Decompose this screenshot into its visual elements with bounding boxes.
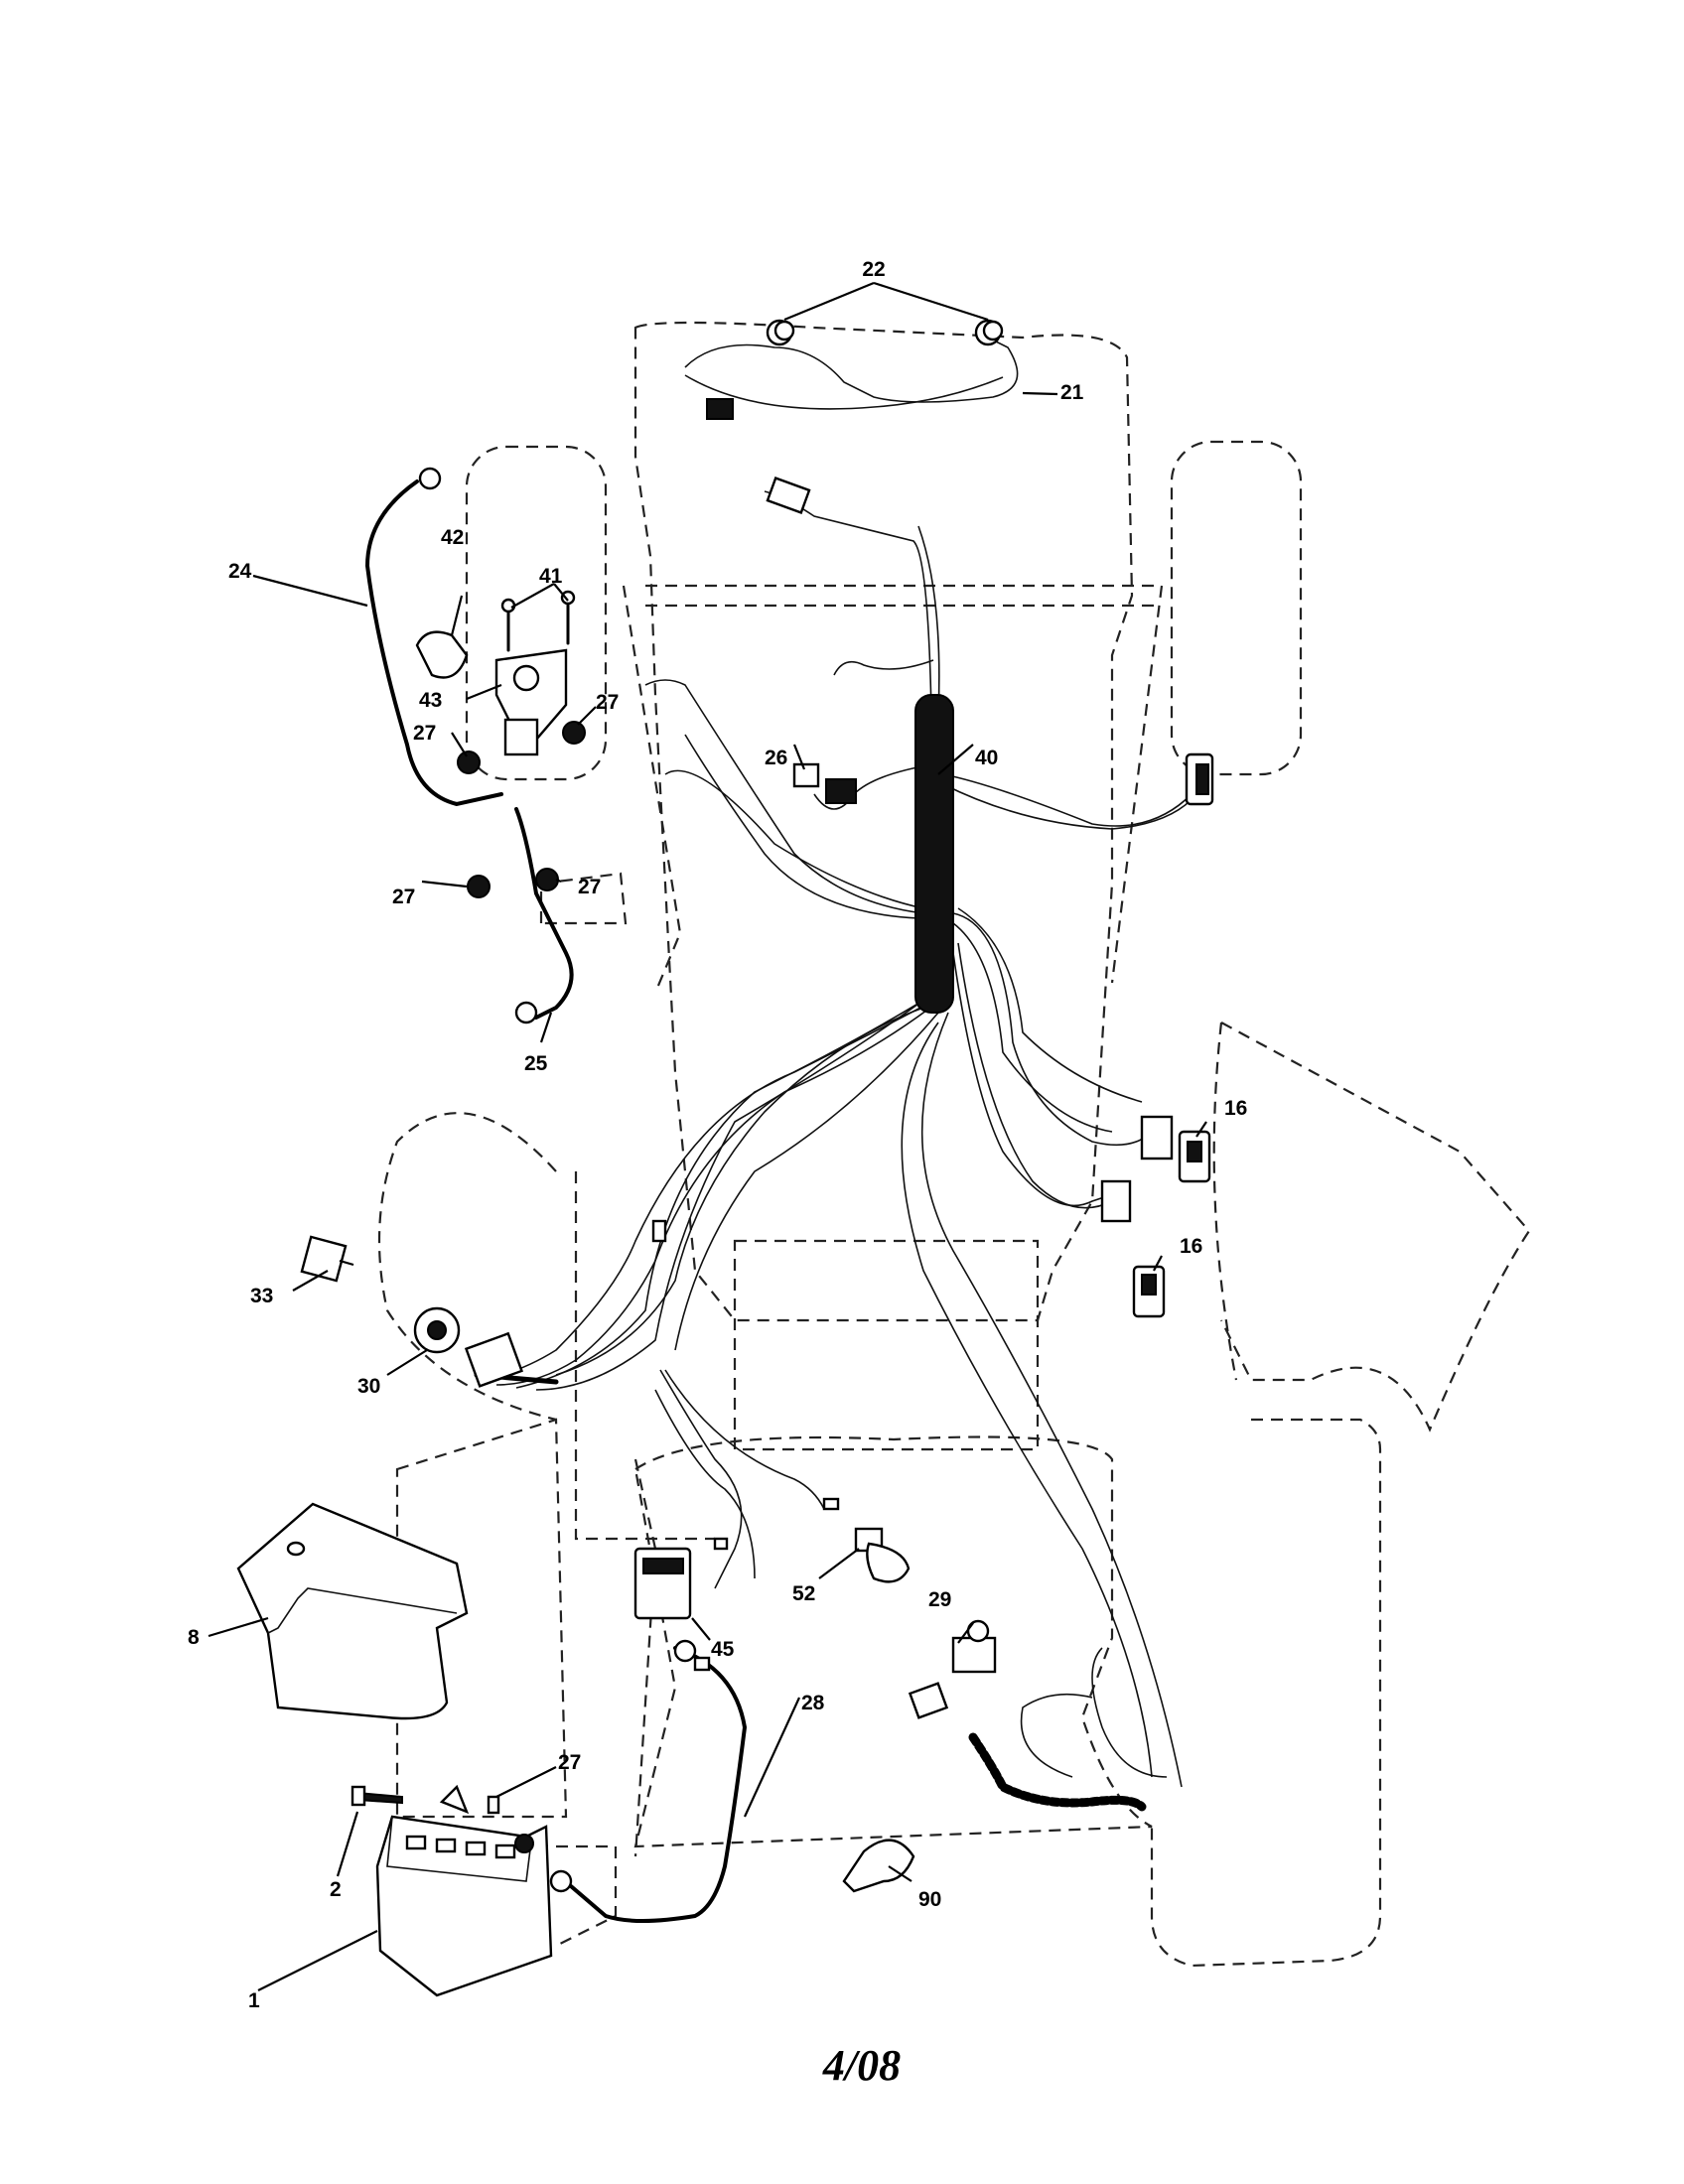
callout-22: 22 (862, 258, 885, 281)
coil-spring (968, 1732, 1147, 1812)
callout-27-c: 27 (392, 886, 415, 908)
callout-1: 1 (248, 1989, 260, 2012)
callout-52: 52 (792, 1582, 815, 1605)
battery-box (236, 1502, 469, 1720)
leader-lines (208, 281, 1207, 1991)
battery (375, 1815, 553, 1997)
callout-43: 43 (419, 689, 442, 712)
cables (364, 467, 748, 1923)
callout-45: 45 (711, 1638, 735, 1661)
nuts (457, 721, 586, 898)
footer-date: 4/08 (822, 2041, 901, 2090)
switch-16-lower (1132, 1265, 1166, 1318)
boot-cap (415, 595, 469, 679)
callout-16-b: 16 (1180, 1235, 1202, 1258)
tractor-outline (377, 321, 1531, 1968)
callout-33: 33 (250, 1285, 273, 1307)
callout-28: 28 (801, 1692, 825, 1714)
callout-27-e: 27 (558, 1751, 581, 1774)
conduit-coil (914, 694, 954, 1014)
harness-ends (651, 1219, 840, 1672)
screws (500, 590, 576, 652)
spark-plug-boot (842, 1839, 915, 1893)
callout-29: 29 (928, 1588, 951, 1611)
callout-24: 24 (228, 560, 252, 583)
connectors-right (1100, 1115, 1174, 1223)
callout-27-a: 27 (596, 691, 619, 714)
callout-8: 8 (188, 1626, 200, 1649)
callout-16-a: 16 (1224, 1097, 1247, 1120)
solenoid (494, 648, 568, 756)
battery-bolt (351, 1784, 500, 1815)
plug-top (766, 477, 811, 514)
pto-switch-29 (908, 1619, 997, 1719)
callout-2: 2 (330, 1878, 342, 1901)
lamp-52 (854, 1527, 911, 1583)
callout-40: 40 (975, 747, 998, 769)
callout-26: 26 (765, 747, 787, 769)
switch-16-upper (1178, 1130, 1211, 1183)
callout-90: 90 (918, 1888, 941, 1911)
callout-27-d: 27 (578, 876, 601, 898)
callout-30: 30 (357, 1375, 380, 1398)
ignition-switch (413, 1306, 523, 1388)
callout-42: 42 (441, 526, 464, 549)
regulator-45 (633, 1547, 692, 1620)
callout-21: 21 (1060, 381, 1084, 404)
connector-26 (792, 762, 857, 804)
right-side-connector (1185, 752, 1214, 806)
callout-labels: 22 21 42 24 41 43 27 27 26 40 27 27 25 1… (188, 258, 1247, 2012)
main-harness (474, 490, 1202, 1788)
callout-41: 41 (539, 565, 563, 588)
headlight-assembly (684, 319, 1019, 420)
callout-27-b: 27 (413, 722, 436, 745)
fuse (300, 1235, 354, 1283)
callout-25: 25 (524, 1052, 548, 1075)
